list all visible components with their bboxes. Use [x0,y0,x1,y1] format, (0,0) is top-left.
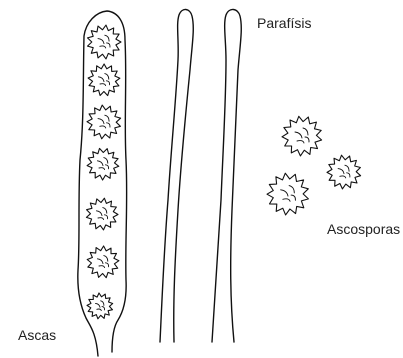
ascus-spore [87,105,121,139]
ascus-spores [86,25,121,319]
ascus-spore [87,246,119,278]
parafisis-label: Parafísis [257,16,311,30]
ascosporas-label: Ascosporas [327,222,400,236]
free-ascospore [267,173,308,215]
ascus-spore [87,148,119,180]
paraphysis-1-outline [160,9,193,342]
free-ascospore [327,155,361,189]
ascus-spore [87,293,113,319]
ascas-label: Ascas [18,328,56,342]
ascus-spore [86,198,118,230]
ascus-spore [88,64,120,96]
ascus-spore [88,25,122,59]
free-ascospores [267,116,361,215]
paraphysis-2-outline [212,9,241,342]
free-ascospore [282,116,322,156]
